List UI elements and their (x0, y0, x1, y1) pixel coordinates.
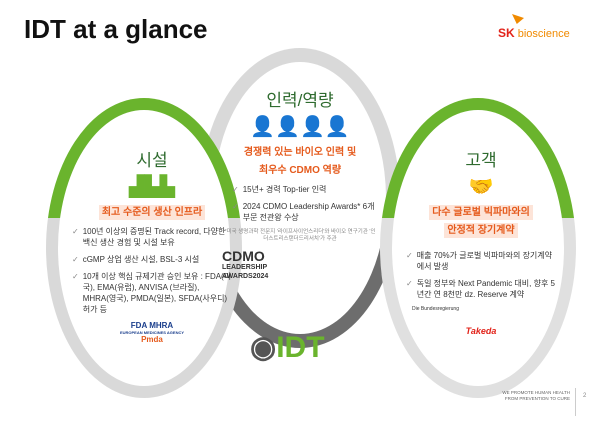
bundesregierung-logo: Die Bundesregierung (412, 306, 459, 312)
list-item: ✓cGMP 상업 생산 시설, BSL-3 시설 (72, 255, 200, 264)
facility-highlight: 최고 수준의 생산 인프라 (98, 205, 206, 220)
customer-highlight-1: 다수 글로벌 빅파마와의 (429, 205, 533, 220)
facility-section: 시설 ▟▙▙ 최고 수준의 생산 인프라 ✓100년 이상의 증명된 Track… (72, 146, 232, 344)
logo-bioscience: bioscience (517, 28, 570, 40)
customer-highlight-2: 안정적 장기계약 (444, 223, 518, 238)
list-item: ✓독일 정부와 Next Pandemic 대비, 향후 5년간 연 8천만 d… (406, 279, 555, 299)
facility-heading: 시설 (136, 151, 168, 170)
list-item: ✓10개 이상 핵심 규제기관 승인 보유 : FDA(미국), EMA(유럽)… (72, 272, 232, 314)
left-ring (46, 98, 242, 398)
capability-section: 인력/역량 👤👤👤👤 경쟁력 있는 바이오 인력 및 최우수 CDMO 역량 ✓… (222, 86, 378, 281)
list-item: ✓100년 이상의 증명된 Track record, 다양한 백신 생산 경험… (72, 227, 226, 247)
customer-heading: 고객 (465, 151, 497, 170)
takeda-logo: Takeda (465, 326, 497, 336)
logo-wing-icon (512, 14, 524, 24)
footnote: *미국 생명과학 전문지 '라이프사이언스리더'와 바이오 연구기관 '인더스트… (224, 229, 376, 242)
page-number: 2 (583, 393, 587, 399)
capability-highlight-2: 최우수 CDMO 역량 (258, 165, 342, 176)
customer-section: 고객 🤝 다수 글로벌 빅파마와의 안정적 장기계약 ✓매출 70%가 글로벌 … (406, 146, 556, 336)
list-item: ✓15년+ 경력 Top-tier 인력 (232, 185, 327, 194)
page-title: IDT at a glance (24, 14, 208, 44)
people-icon: 👤👤👤👤 (250, 116, 350, 138)
capability-highlight-1: 경쟁력 있는 바이오 인력 및 (243, 147, 357, 158)
list-item: ✓2024 CDMO Leadership Awards* 6개 부문 전관왕 … (232, 202, 375, 222)
right-ring (380, 98, 576, 398)
capability-heading: 인력/역량 (266, 91, 334, 110)
idt-logo: ◉IDT (250, 331, 325, 364)
footer-divider (575, 388, 576, 416)
handshake-icon: 🤝 (468, 176, 494, 198)
logo-sk: SK (498, 26, 515, 40)
sk-bioscience-logo: SK bioscience (498, 14, 570, 40)
list-item: ✓매출 70%가 글로벌 빅파마와의 장기계약에서 발생 (406, 251, 553, 271)
factory-icon: ▟▙▙ (128, 176, 176, 198)
